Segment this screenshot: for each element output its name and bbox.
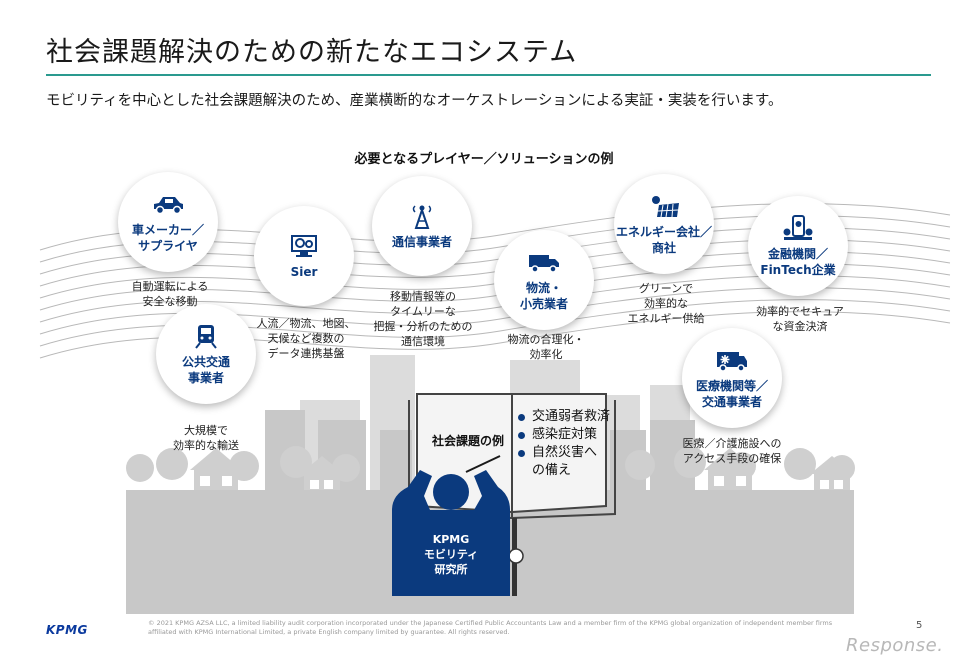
page-subtitle: モビリティを中心とした社会課題解決のため、産業横断的なオーケストレーションによる… xyxy=(46,93,783,109)
desc-public-transit: 大規模で 効率的な輸送 xyxy=(173,424,239,452)
house-windows xyxy=(200,476,843,489)
presenter-label: KPMG モビリティ 研究所 xyxy=(423,533,479,576)
watermark: Response. xyxy=(846,635,944,656)
node-label: エネルギー会社／ 商社 xyxy=(615,224,712,255)
desc-energy: グリーンで 効率的な エネルギー供給 xyxy=(627,282,705,325)
node-energy: エネルギー会社／ 商社 xyxy=(614,174,714,274)
truck-icon xyxy=(529,254,559,273)
node-car-maker: 車メーカー／ サプライヤ xyxy=(118,172,218,272)
ambulance-icon xyxy=(717,351,747,372)
social-issues-list: 交通弱者救済 感染症対策 自然災害へ の備え xyxy=(518,408,610,480)
kpmg-logo: KPMG xyxy=(46,623,88,637)
page-number: 5 xyxy=(916,620,923,631)
diagram-heading: 必要となるプレイヤー／ソリューションの例 xyxy=(354,152,614,167)
list-item: 感染症対策 xyxy=(518,426,610,444)
node-label: 車メーカー／ サプライヤ xyxy=(131,222,204,253)
desc-medical: 医療／介護施設への アクセス手段の確保 xyxy=(682,437,782,465)
node-label: 金融機関／ FinTech企業 xyxy=(760,246,836,277)
node-label: 通信事業者 xyxy=(391,234,452,249)
phone-coins-icon xyxy=(783,214,813,240)
legal-notice: © 2021 KPMG AZSA LLC, a limited liabilit… xyxy=(148,619,833,636)
node-label: 物流・ 小売業者 xyxy=(519,280,568,311)
node-label: 公共交通 事業者 xyxy=(181,354,230,385)
node-finance: 金融機関／ FinTech企業 xyxy=(748,196,848,296)
desc-car-maker: 自動運転による 安全な移動 xyxy=(131,280,209,308)
node-sier: Sier xyxy=(254,206,354,306)
solar-panel-icon xyxy=(652,195,679,217)
book-title: 社会課題の例 xyxy=(431,434,504,448)
desc-telecom: 移動情報等の タイムリーな 把握・分析のための 通信環境 xyxy=(373,290,473,348)
desc-logistics: 物流の合理化・ 効率化 xyxy=(507,333,585,361)
antenna-tower-icon xyxy=(412,204,432,229)
node-label: 医療機関等／ 交通事業者 xyxy=(695,378,768,409)
presenter-figure xyxy=(392,455,510,596)
list-item: 交通弱者救済 xyxy=(518,408,610,426)
train-icon xyxy=(195,324,217,349)
list-item: 自然災害へ の備え xyxy=(518,444,610,480)
page-title: 社会課題解決のための新たなエコシステム xyxy=(46,37,578,68)
node-logistics: 物流・ 小売業者 xyxy=(494,230,594,330)
car-icon xyxy=(154,196,183,214)
node-medical: 医療機関等／ 交通事業者 xyxy=(682,328,782,428)
node-telecom: 通信事業者 xyxy=(372,176,472,276)
desc-sier: 人流／物流、地図、 天候など複数の データ連携基盤 xyxy=(256,317,356,360)
desc-finance: 効率的でセキュア な資金決済 xyxy=(756,305,844,333)
title-underline xyxy=(46,74,931,76)
node-public-transit: 公共交通 事業者 xyxy=(156,304,256,404)
node-label: Sier xyxy=(290,264,318,279)
monitor-gear-icon xyxy=(291,234,317,257)
